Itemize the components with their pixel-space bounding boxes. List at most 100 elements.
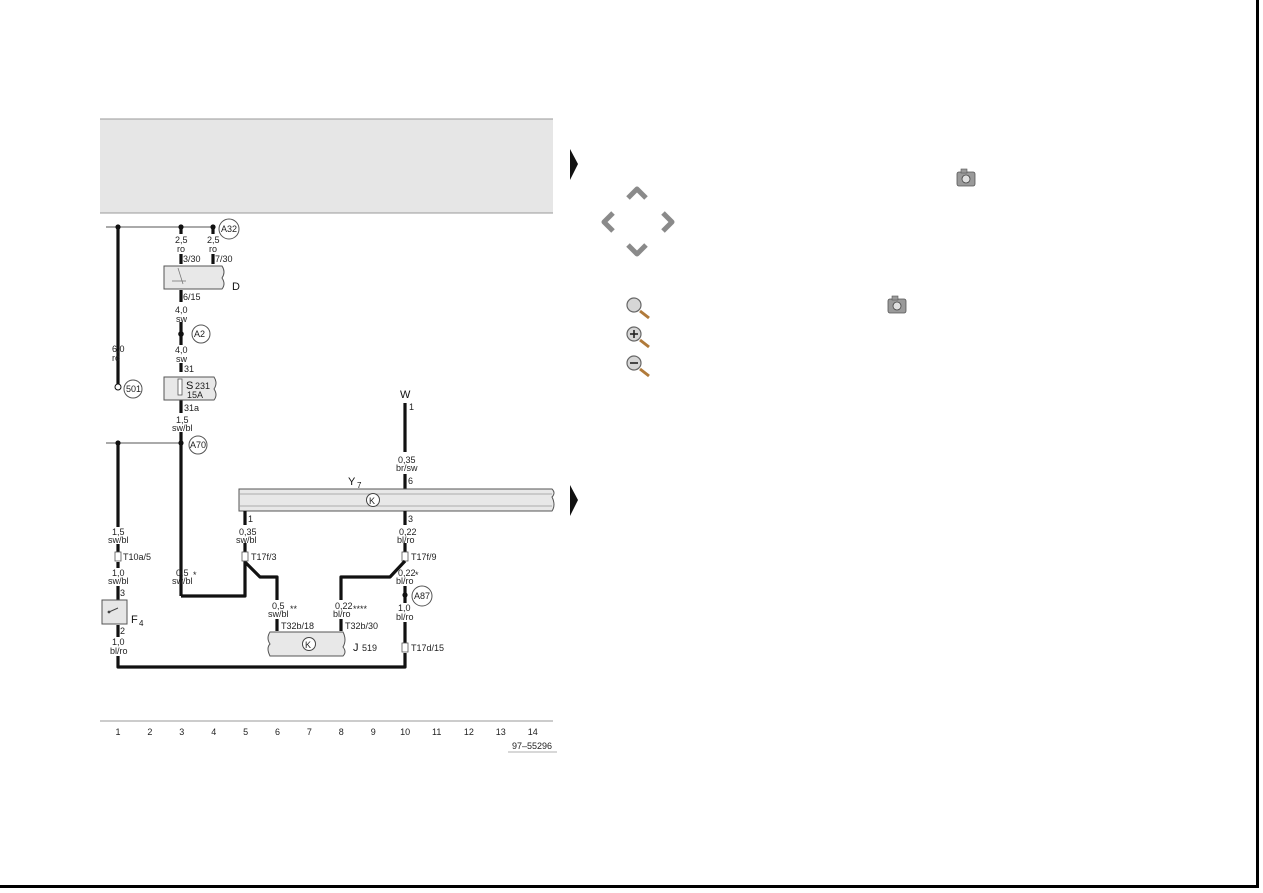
wire-col3-main: [178, 224, 279, 600]
svg-text:Y: Y: [348, 476, 356, 488]
grid-number-13: 13: [496, 727, 506, 737]
wire-col10-jog: [339, 559, 407, 600]
svg-text:T17f/9: T17f/9: [411, 552, 437, 562]
switch-f4: F 4: [101, 599, 144, 628]
svg-text:A87: A87: [414, 591, 430, 601]
k-symbol: K: [369, 496, 375, 506]
pin-label: 6/15: [183, 292, 201, 302]
pin-label: 6: [408, 476, 413, 486]
zoom-in-icon[interactable]: [626, 326, 650, 349]
ref-a32: A32: [218, 218, 240, 240]
svg-text:A70: A70: [190, 440, 206, 450]
ref-w: W: [400, 389, 411, 401]
wire-label-size: 1,5: [112, 527, 125, 537]
svg-text:T17d/15: T17d/15: [411, 643, 444, 653]
wire-label-size: 0,5: [176, 568, 189, 578]
wire-label-color: bl/ro: [397, 535, 415, 545]
wire-label-color: bl/ro: [333, 609, 351, 619]
svg-text:T17f/3: T17f/3: [251, 552, 277, 562]
pin-label: 3: [408, 514, 413, 524]
fuse-s231: S 231 15A: [163, 376, 217, 401]
pin-label: 3/30: [183, 254, 201, 264]
connector-t32b18: T32b/18: [281, 621, 314, 631]
chevron-up-icon[interactable]: [626, 186, 648, 200]
wire-label-size: 1,0: [112, 568, 125, 578]
mark-star: **: [290, 604, 298, 614]
figure-id: 97–55296: [512, 741, 552, 751]
svg-text:519: 519: [362, 643, 377, 653]
connector-t17d15: T17d/15: [401, 642, 444, 653]
k-symbol: K: [305, 640, 311, 650]
grid-number-2: 2: [147, 727, 152, 737]
wire-label-size: 2,5: [175, 235, 188, 245]
connector-t10a5: T10a/5: [114, 551, 151, 562]
chevron-left-icon[interactable]: [601, 211, 615, 233]
wire-label-color: ro: [112, 353, 120, 363]
wire-label-color: sw: [176, 314, 188, 324]
mark-star: *: [193, 570, 197, 580]
ref-501: 501: [123, 379, 143, 399]
svg-text:S: S: [186, 380, 193, 392]
mirror-y7: K Y 7: [238, 476, 555, 512]
wire-label-size: 0,22: [399, 527, 417, 537]
ref-a87: A87: [402, 585, 433, 607]
grid-number-14: 14: [528, 727, 538, 737]
grid-number-8: 8: [339, 727, 344, 737]
chevron-down-icon[interactable]: [626, 243, 648, 257]
grid-number-5: 5: [243, 727, 248, 737]
grid-number-12: 12: [464, 727, 474, 737]
module-j519: K J 519: [267, 631, 377, 657]
wire-label-size: 0,22: [335, 601, 353, 611]
wire-label-size: 4,0: [175, 345, 188, 355]
svg-text:501: 501: [126, 384, 141, 394]
mark-star: *: [415, 570, 419, 580]
ref-a2: A2: [178, 324, 211, 344]
grid-number-1: 1: [116, 727, 121, 737]
wire-label-size: 1,5: [176, 415, 189, 425]
wire-label-size: 1,0: [112, 637, 125, 647]
camera-icon[interactable]: [887, 295, 907, 314]
wire-label-color: sw: [176, 354, 188, 364]
component-d: D: [163, 265, 240, 293]
wire-label-color: ro: [209, 244, 217, 254]
pin-label: 2: [120, 626, 125, 636]
svg-text:7: 7: [357, 481, 362, 490]
wire-col4: [210, 224, 216, 264]
wire-label-size: 0,5: [272, 601, 285, 611]
grid-number-4: 4: [211, 727, 216, 737]
pin-label: 3: [120, 588, 125, 598]
wire-label-color: sw/bl: [236, 535, 257, 545]
grid-number-9: 9: [371, 727, 376, 737]
svg-text:T10a/5: T10a/5: [123, 552, 151, 562]
connector-t17f9: T17f/9: [401, 551, 437, 562]
wire-label-size: 0,35: [398, 455, 416, 465]
arrow-right-icon[interactable]: [570, 485, 578, 516]
pin-label: 7/30: [215, 254, 233, 264]
zoom-icon[interactable]: [626, 297, 650, 320]
chevron-right-icon[interactable]: [661, 211, 675, 233]
svg-text:231: 231: [195, 381, 210, 391]
wire-label-size: 0,22: [398, 568, 416, 578]
pin-label: 1: [248, 514, 253, 524]
svg-text:A32: A32: [221, 224, 237, 234]
ref-a70: A70: [178, 435, 208, 455]
grid-number-3: 3: [179, 727, 184, 737]
mark-star: ****: [353, 604, 368, 614]
svg-text:A2: A2: [194, 329, 205, 339]
arrow-right-icon[interactable]: [570, 149, 578, 180]
wire-label-color: sw/bl: [268, 609, 289, 619]
camera-icon[interactable]: [956, 168, 976, 187]
wire-col1-lower: [115, 440, 407, 669]
zoom-out-icon[interactable]: [626, 355, 650, 378]
wire-label-color: br/sw: [396, 463, 418, 473]
svg-text:J: J: [353, 642, 359, 654]
pin-label: 1: [409, 402, 414, 412]
connector-t32b30: T32b/30: [345, 621, 378, 631]
svg-text:4: 4: [139, 619, 144, 628]
wire-label-color: bl/ro: [396, 576, 414, 586]
wire-label-color: sw/bl: [108, 535, 129, 545]
pin-label: 31: [184, 364, 194, 374]
wire-6-0-ro: 6,0 ro: [112, 224, 125, 391]
